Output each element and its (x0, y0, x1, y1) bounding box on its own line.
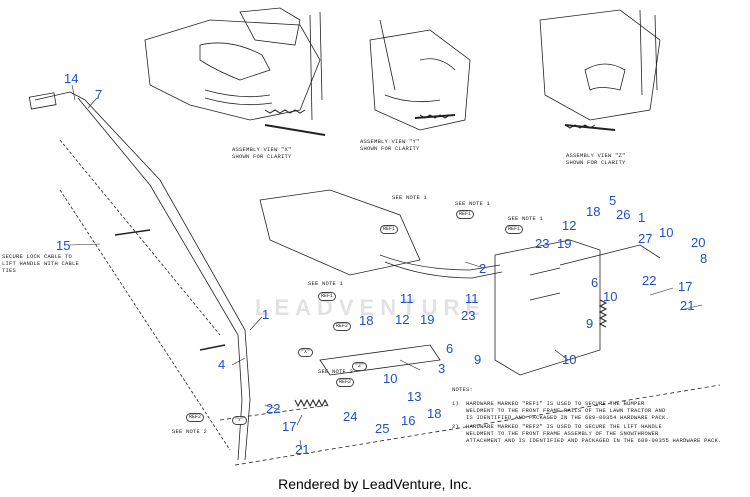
callout: 23 (535, 236, 550, 251)
ref1-tag: REF1 (318, 292, 337, 301)
callout: 5 (609, 193, 617, 208)
ref1-tag: REF1 (380, 225, 399, 234)
callout: 11 (465, 291, 479, 306)
callout: 26 (616, 207, 631, 222)
callout: 12 (562, 218, 577, 233)
see-note-label: SEE NOTE 2 (172, 428, 208, 435)
note-2: 2) HARDWARE MARKED "REF2" IS USED TO SEC… (452, 423, 722, 444)
callout: 4 (218, 357, 226, 372)
callout: 10 (659, 225, 674, 240)
callout: 17 (282, 419, 297, 434)
see-note-label: SEE NOTE 1 (455, 200, 491, 207)
view-tag: "Y" (232, 416, 248, 425)
callout: 19 (557, 236, 572, 251)
callout: 22 (642, 273, 657, 288)
frame-plate (494, 239, 661, 376)
callout: 19 (420, 312, 435, 327)
side-note: SECURE LOCK CABLE TO LIFT HANDLE WITH CA… (2, 253, 80, 274)
see-note-label: SEE NOTE 1 (508, 215, 544, 222)
ref1-tag: REF1 (456, 210, 475, 219)
callout: 10 (562, 352, 577, 367)
watermark: LEADVENTURE (255, 295, 487, 320)
callout: 16 (401, 413, 416, 428)
callout: 17 (678, 279, 693, 294)
view-tag: "X" (298, 348, 314, 357)
callout: 3 (438, 361, 446, 376)
ref2-tag: REF2 (186, 413, 205, 422)
springs (264, 109, 608, 408)
parts-diagram (28, 7, 721, 466)
notes-heading: NOTES: (452, 386, 474, 393)
callout: 20 (691, 235, 706, 250)
bumper-weldment (259, 189, 503, 376)
see-note-label: SEE NOTE 1 (308, 280, 344, 287)
callout: 18 (359, 313, 374, 328)
callout: 9 (474, 352, 482, 367)
callout: 6 (591, 275, 599, 290)
callout: 1 (638, 210, 646, 225)
callout: 8 (700, 251, 708, 266)
lift-handle-assembly (28, 91, 251, 461)
callout: 7 (95, 87, 103, 102)
callout: 21 (680, 298, 695, 313)
callout: 24 (343, 409, 358, 424)
assembly-view-z (539, 9, 661, 131)
footer-credit: Rendered by LeadVenture, Inc. (278, 476, 472, 492)
callout: 14 (64, 71, 79, 86)
ground-lines (219, 384, 721, 466)
callout: 18 (586, 204, 601, 219)
callout: 25 (375, 421, 390, 436)
callout: 13 (407, 389, 422, 404)
view-x-caption: ASSEMBLY VIEW "X" SHOWN FOR CLARITY (232, 146, 292, 160)
note-1: 1) HARDWARE MARKED "REF1" IS USED TO SEC… (452, 400, 670, 421)
leader-lines (69, 84, 703, 451)
view-tag: "Z" (352, 362, 368, 371)
callout: 6 (446, 341, 454, 356)
callout: 11 (400, 291, 414, 306)
see-note-label: SEE NOTE 1 (392, 194, 428, 201)
callout: 21 (295, 442, 310, 457)
callout: 18 (427, 406, 442, 421)
assembly-view-y (369, 19, 471, 131)
ref1-tag: REF1 (505, 225, 524, 234)
callout: 23 (461, 308, 476, 323)
ref2-tag: REF2 (333, 322, 352, 331)
callout: 15 (56, 238, 71, 253)
callout: 9 (586, 316, 594, 331)
callout: 10 (603, 289, 618, 304)
view-y-caption: ASSEMBLY VIEW "Y" SHOWN FOR CLARITY (360, 138, 420, 152)
callout: 27 (638, 231, 653, 246)
view-z-caption: ASSEMBLY VIEW "Z" SHOWN FOR CLARITY (566, 152, 626, 166)
callout: 1 (262, 307, 270, 322)
ref2-tag: REF2 (336, 378, 355, 387)
see-note-label: SEE NOTE 2 (318, 368, 354, 375)
callout: 2 (479, 261, 487, 276)
callout: 22 (266, 401, 281, 416)
assembly-view-x (144, 7, 326, 136)
callout: 10 (383, 371, 398, 386)
callout: 12 (395, 312, 410, 327)
